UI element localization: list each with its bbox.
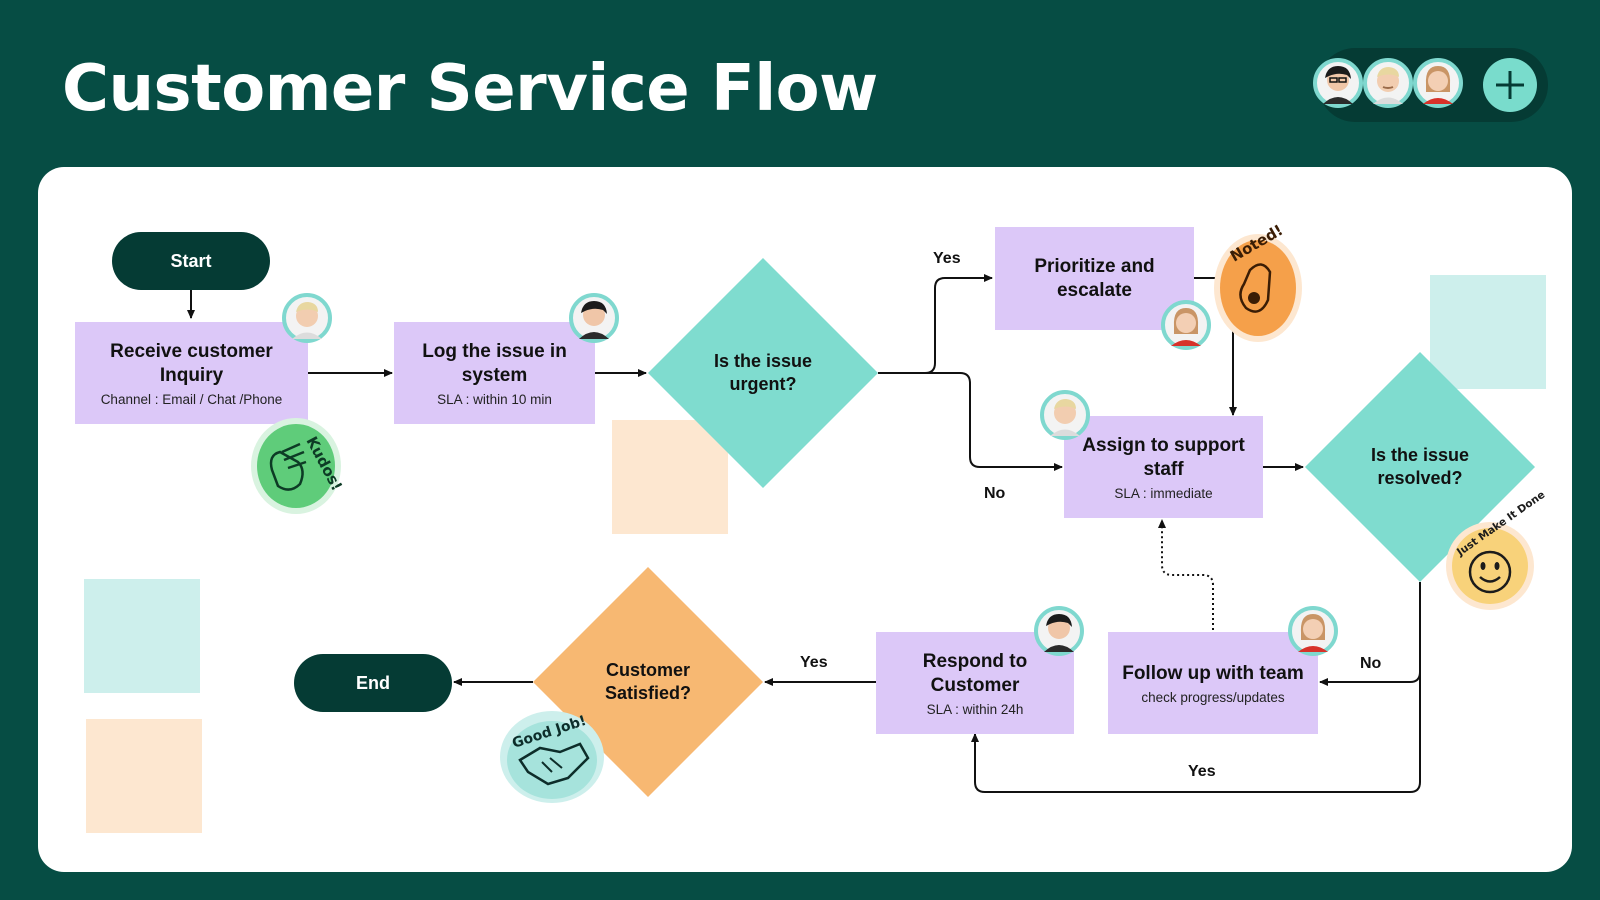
avatar-woman-glasses-icon (1044, 614, 1074, 652)
kudos-sticker[interactable]: Kudos! (251, 418, 346, 514)
avatar-woman-red-icon (1423, 66, 1453, 104)
noted-sticker[interactable]: Noted! (1214, 221, 1302, 342)
ok-hand-icon (1239, 263, 1272, 313)
process-title: Prioritize and escalate (1034, 255, 1155, 301)
process-assign-staff[interactable]: Assign to support staff SLA : immediate (1064, 416, 1263, 518)
avatar[interactable] (1034, 606, 1084, 656)
branch-label-no: No (984, 485, 1006, 502)
avatar[interactable] (1161, 300, 1211, 350)
end-terminal[interactable]: End (294, 654, 452, 712)
process-title: Respond to Customer (922, 650, 1028, 696)
process-receive-inquiry[interactable]: Receive customer Inquiry Channel : Email… (75, 322, 308, 424)
whiteboard-canvas[interactable] (38, 167, 1572, 872)
plus-icon (1496, 71, 1524, 99)
connector-urgent-no (878, 372, 1063, 471)
avatar[interactable] (282, 293, 332, 343)
process-follow-up[interactable]: Follow up with team check progress/updat… (1108, 632, 1318, 734)
branch-label-yes: Yes (933, 250, 961, 267)
process-subtitle: Channel : Email / Chat /Phone (100, 391, 283, 407)
avatar[interactable] (1363, 58, 1413, 108)
avatar-woman-red-icon (1298, 614, 1328, 652)
process-title: Assign to support staff (1082, 434, 1245, 480)
sticky-note[interactable] (1430, 275, 1546, 389)
add-collaborator-button[interactable] (1483, 58, 1537, 112)
decision-satisfied-label: Customer Satisfied? (604, 660, 692, 703)
avatar[interactable] (1288, 606, 1338, 656)
process-subtitle: SLA : within 24h (926, 701, 1024, 717)
start-terminal[interactable]: Start (112, 232, 270, 290)
avatar-woman-glasses-icon (579, 301, 609, 339)
branch-label-yes: Yes (1188, 763, 1216, 780)
just-make-it-done-sticker[interactable]: Just Make It Done (1446, 489, 1547, 610)
process-title: Log the issue in system (422, 340, 567, 386)
page-title: Customer Service Flow (62, 52, 878, 126)
branch-label-yes: Yes (800, 654, 828, 671)
process-log-issue[interactable]: Log the issue in system SLA : within 10 … (394, 322, 595, 424)
good-job-sticker[interactable]: Good Job! (500, 711, 604, 803)
clapping-hands-icon (269, 450, 304, 491)
decision-urgent-label: Is the issue urgent? (713, 351, 813, 394)
process-subtitle: SLA : within 10 min (437, 391, 552, 407)
avatar[interactable] (1413, 58, 1463, 108)
connector-resolved-yes (971, 672, 1421, 793)
handshake-icon (518, 742, 590, 786)
avatar[interactable] (1040, 390, 1090, 440)
decision-resolved-label: Is the issue resolved? (1370, 445, 1470, 488)
decision-urgent-shape[interactable] (648, 258, 878, 488)
sticky-note[interactable] (86, 719, 202, 833)
process-title: Receive customer Inquiry (110, 340, 273, 386)
process-prioritize-escalate[interactable]: Prioritize and escalate (995, 227, 1194, 330)
avatar-man-blond-icon (292, 302, 322, 339)
avatar-man-blond-icon (1050, 399, 1080, 436)
connector-followup-assign (1158, 519, 1214, 630)
avatar[interactable] (1313, 58, 1363, 108)
process-title: Follow up with team (1122, 662, 1304, 684)
avatar-woman-glasses-icon (1323, 66, 1353, 104)
process-subtitle: SLA : immediate (1114, 485, 1213, 501)
avatar-woman-red-icon (1171, 308, 1201, 346)
avatar-man-blond-icon (1373, 67, 1403, 104)
avatar[interactable] (569, 293, 619, 343)
branch-label-no: No (1360, 655, 1382, 672)
sticky-note[interactable] (84, 579, 200, 693)
process-subtitle: check progress/updates (1141, 689, 1285, 705)
smiley-icon (1468, 550, 1512, 594)
sticky-note[interactable] (612, 420, 728, 534)
